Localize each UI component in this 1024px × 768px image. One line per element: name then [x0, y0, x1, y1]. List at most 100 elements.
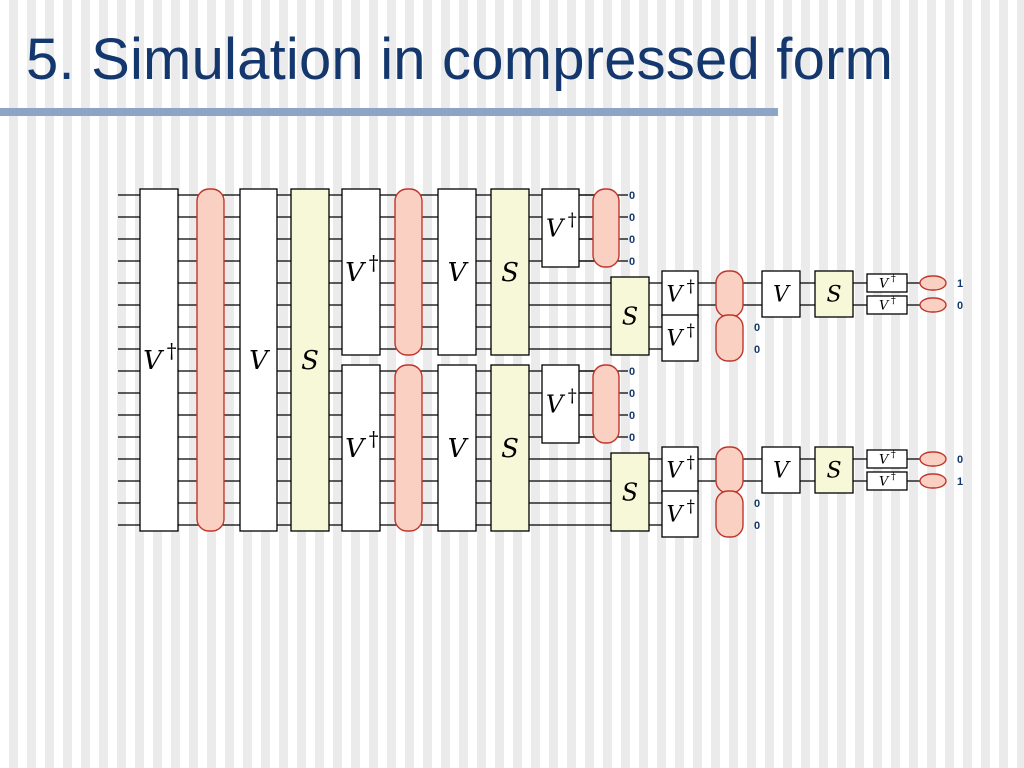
- block2-v-gate-label: V: [448, 434, 469, 464]
- block2-bit-0: 0: [629, 366, 635, 378]
- title-rule: [0, 108, 778, 116]
- block2-v-dagger-tiny-b-label: V: [879, 475, 890, 490]
- block1-v-gate: V: [437, 188, 477, 356]
- block1-measure-sub-b: [715, 314, 744, 362]
- block1-v-dagger-sub-a-dagger: †: [687, 277, 695, 296]
- block1-v-dagger-gate-dagger: †: [369, 251, 379, 274]
- s-gate-full: S: [290, 188, 330, 532]
- block1-measure: [394, 188, 423, 356]
- block2-s-gate-final: S: [814, 446, 854, 494]
- block2-v-dagger-tiny-a: V†: [866, 449, 908, 469]
- block2-s-gate-box: [490, 364, 530, 532]
- block1-v-gate-sub: V: [761, 270, 801, 318]
- block2-measure-sub-a: [715, 446, 744, 494]
- block1-bit-3: 0: [629, 256, 635, 268]
- block2-bit-2: 0: [629, 410, 635, 422]
- block2-v-dagger-gate-box: [341, 364, 381, 532]
- block1-v-dagger-tiny-a-label: V: [879, 277, 890, 292]
- block2-v-dagger-tiny-b-dagger: †: [891, 472, 896, 483]
- block2-s-gate-label: S: [501, 434, 519, 464]
- block1-s-gate-sub-box: [610, 276, 650, 356]
- block1-v-dagger-sub-b-dagger: †: [687, 321, 695, 340]
- block1-v-dagger-small-box: [541, 188, 580, 268]
- block1-finalbit-0: 1: [957, 278, 963, 290]
- block1-v-gate-sub-box: [761, 270, 801, 318]
- block1-s-gate-final: S: [814, 270, 854, 318]
- block1-measure-sub-a: [715, 270, 744, 318]
- block1-v-gate-label: V: [448, 258, 469, 288]
- block2-v-gate-sub-box: [761, 446, 801, 494]
- s-gate-full-box: [290, 188, 330, 532]
- block1-measure-tiny-b: [919, 297, 947, 313]
- block2-measure-sub-b: [715, 490, 744, 538]
- block1-v-dagger-small: V†: [541, 188, 580, 268]
- block2-v-dagger-gate: V†: [341, 364, 381, 532]
- v-dagger-gate-full-box: [139, 188, 179, 532]
- block2-v-dagger-tiny-b: V†: [866, 471, 908, 491]
- v-dagger-gate-full-dagger: †: [167, 339, 177, 362]
- block2-subbit-0: 0: [754, 498, 760, 510]
- block1-v-dagger-tiny-b-label: V: [879, 299, 890, 314]
- block2-v-gate: V: [437, 364, 477, 532]
- block1-v-dagger-tiny-a: V†: [866, 273, 908, 293]
- block2-s-gate: S: [490, 364, 530, 532]
- block1-s-gate-final-label: S: [826, 283, 841, 308]
- block2-v-gate-sub: V: [761, 446, 801, 494]
- block2-v-dagger-small: V†: [541, 364, 580, 444]
- block2-v-dagger-sub-b-dagger: †: [687, 497, 695, 516]
- block1-measure-tiny-a: [919, 275, 947, 291]
- block2-measure-small: [592, 364, 620, 444]
- block1-s-gate-final-box: [814, 270, 854, 318]
- block1-v-dagger-gate-box: [341, 188, 381, 356]
- block1-bit-0: 0: [629, 190, 635, 202]
- block2-s-gate-sub: S: [610, 452, 650, 532]
- v-dagger-gate-full: V†: [139, 188, 179, 532]
- block2-bit-1: 0: [629, 388, 635, 400]
- block2-v-dagger-small-label: V: [546, 390, 566, 418]
- block2-bit-3: 0: [629, 432, 635, 444]
- block1-s-gate: S: [490, 188, 530, 356]
- v-dagger-gate-full-label: V: [143, 346, 164, 376]
- v-gate-full-label: V: [249, 346, 270, 376]
- block1-v-gate-box: [437, 188, 477, 356]
- block2-v-gate-sub-label: V: [773, 459, 791, 484]
- block2-v-dagger-sub-a-label: V: [667, 459, 685, 484]
- block2-s-gate-sub-box: [610, 452, 650, 532]
- block2-measure-tiny-a: [919, 451, 947, 467]
- block1-v-dagger-small-label: V: [546, 214, 566, 242]
- s-gate-full-label: S: [301, 346, 319, 376]
- block1-v-dagger-sub-b: V†: [661, 314, 699, 362]
- block1-v-dagger-tiny-b-dagger: †: [891, 296, 896, 307]
- block2-subbit-1: 0: [754, 520, 760, 532]
- block1-v-dagger-sub-b-label: V: [667, 327, 685, 352]
- block2-v-dagger-sub-a-dagger: †: [687, 453, 695, 472]
- block2-v-dagger-gate-label: V: [345, 434, 366, 464]
- block1-finalbit-1: 0: [957, 300, 963, 312]
- block1-v-dagger-tiny-b-box: [866, 295, 908, 315]
- block2-finalbit-1: 1: [957, 476, 963, 488]
- block1-v-dagger-sub-a-label: V: [667, 283, 685, 308]
- block1-v-dagger-tiny-a-box: [866, 273, 908, 293]
- block2-v-dagger-tiny-b-box: [866, 471, 908, 491]
- block1-bit-2: 0: [629, 234, 635, 246]
- block2-v-dagger-tiny-a-box: [866, 449, 908, 469]
- block1-s-gate-sub-label: S: [622, 302, 638, 330]
- block2-v-dagger-small-dagger: †: [568, 386, 577, 407]
- block1-subbit-0: 0: [754, 322, 760, 334]
- block1-v-dagger-small-dagger: †: [568, 210, 577, 231]
- block2-s-gate-final-box: [814, 446, 854, 494]
- block1-v-dagger-tiny-a-dagger: †: [891, 274, 896, 285]
- block2-v-dagger-tiny-a-label: V: [879, 453, 890, 468]
- v-gate-full-box: [239, 188, 278, 532]
- block1-s-gate-label: S: [501, 258, 519, 288]
- block2-v-dagger-small-box: [541, 364, 580, 444]
- block1-subbit-1: 0: [754, 344, 760, 356]
- slide-title: 5. Simulation in compressed form: [26, 27, 894, 92]
- block2-v-gate-box: [437, 364, 477, 532]
- block1-v-gate-sub-label: V: [773, 283, 791, 308]
- block1-v-dagger-sub-a: V†: [661, 270, 699, 318]
- v-gate-full: V: [239, 188, 278, 532]
- block1-v-dagger-gate: V†: [341, 188, 381, 356]
- block1-bit-1: 0: [629, 212, 635, 224]
